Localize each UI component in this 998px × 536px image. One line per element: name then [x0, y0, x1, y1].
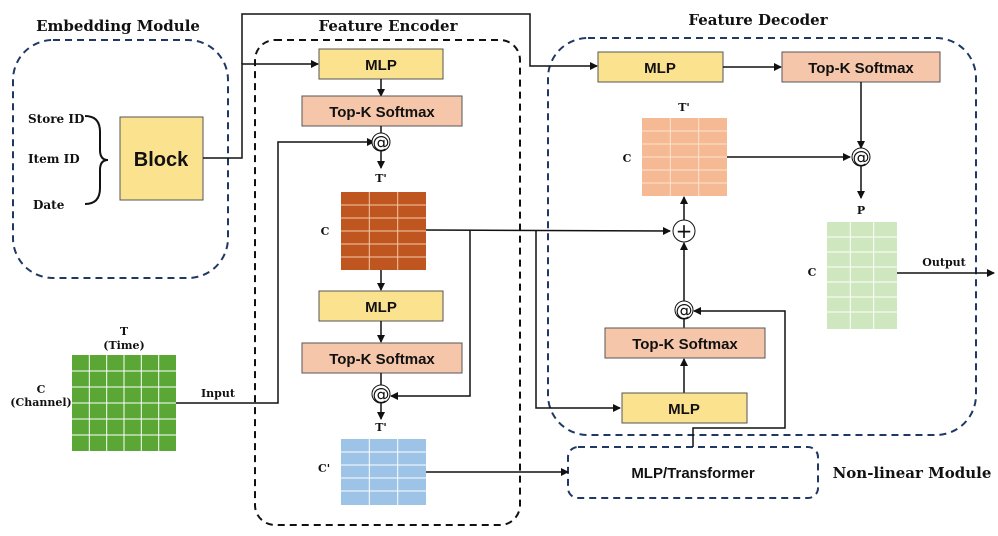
time-axis-t-label: T — [120, 325, 129, 338]
decoder-topk-bottom — [604, 327, 766, 359]
latent-to-add-connector — [425, 226, 671, 235]
encoder-topk-top — [301, 95, 463, 127]
encoder-matmul-top-symbol: @ — [373, 133, 390, 153]
decoder-topk-bottom-label: Top-K Softmax — [632, 336, 738, 353]
input-label: Input — [201, 387, 236, 400]
decoder-matmul-top-symbol: @ — [853, 148, 870, 168]
block-to-encoder-connector — [203, 60, 319, 159]
embedding-module-title: Embedding Module — [36, 17, 200, 35]
decoder-mlp-top — [597, 51, 724, 83]
nonlinear-to-matmul-connector — [692, 307, 786, 447]
decoder-sum-grid — [642, 118, 727, 196]
latent-feedback-connector — [390, 230, 471, 400]
encoder-c-prime-label: C' — [318, 462, 330, 475]
encoder-latent-grid — [341, 192, 426, 270]
feature-decoder-title: Feature Decoder — [688, 11, 828, 29]
decoder-add-symbol: + — [676, 219, 693, 243]
output-label: Output — [922, 256, 966, 269]
encoder-topk-top-label: Top-K Softmax — [329, 104, 435, 121]
decoder-c-label: C — [623, 152, 632, 165]
mlp-transformer-label: MLP/Transformer — [631, 465, 755, 482]
encoder-matmul-bottom-symbol: @ — [373, 385, 390, 405]
decoder-t-prime-label: T' — [678, 101, 690, 114]
decoder-topk-top — [781, 51, 941, 83]
embedding-brace — [84, 115, 109, 205]
feature-decoder-border — [547, 37, 977, 436]
feature-encoder-title: Feature Encoder — [318, 17, 458, 35]
channel-axis-label: (Channel) — [10, 396, 71, 409]
encoder-t-prime-label-bottom: T' — [375, 421, 387, 434]
date-label: Date — [33, 198, 65, 212]
decoder-mlp-top-label: MLP — [644, 60, 676, 77]
decoder-topk-top-label: Top-K Softmax — [808, 60, 914, 77]
input-grid — [72, 355, 176, 451]
store-id-label: Store ID — [28, 112, 84, 126]
latent-to-decoder-mlp-connector — [535, 230, 621, 412]
input-connector — [176, 138, 375, 404]
encoder-topk-mid — [301, 342, 463, 374]
decoder-p-label: P — [857, 204, 865, 217]
encoder-topk-mid-label: Top-K Softmax — [329, 351, 435, 368]
encoder-c-label: C — [321, 225, 330, 238]
embedding-block-label: Block — [134, 149, 189, 171]
encoder-output-grid — [341, 439, 426, 505]
time-axis-label: (Time) — [103, 339, 144, 352]
embedding-module-border — [12, 39, 229, 279]
block-to-decoder-connector — [241, 13, 598, 70]
encoder-mlp-top-label: MLP — [365, 57, 397, 74]
channel-axis-c-label: C — [37, 383, 46, 396]
decoder-output-c-label: C — [808, 266, 817, 279]
decoder-matmul-bottom-symbol: @ — [676, 301, 693, 321]
embedding-block — [119, 116, 204, 201]
nonlinear-module-title: Non-linear Module — [833, 464, 992, 482]
encoder-t-prime-label: T' — [375, 172, 387, 185]
decoder-mlp-bottom — [621, 392, 748, 424]
decoder-mlp-bottom-label: MLP — [668, 401, 700, 418]
decoder-output-grid — [827, 222, 897, 329]
feature-encoder-border — [254, 39, 521, 526]
item-id-label: Item ID — [28, 152, 80, 166]
encoder-mlp-mid-label: MLP — [365, 299, 397, 316]
